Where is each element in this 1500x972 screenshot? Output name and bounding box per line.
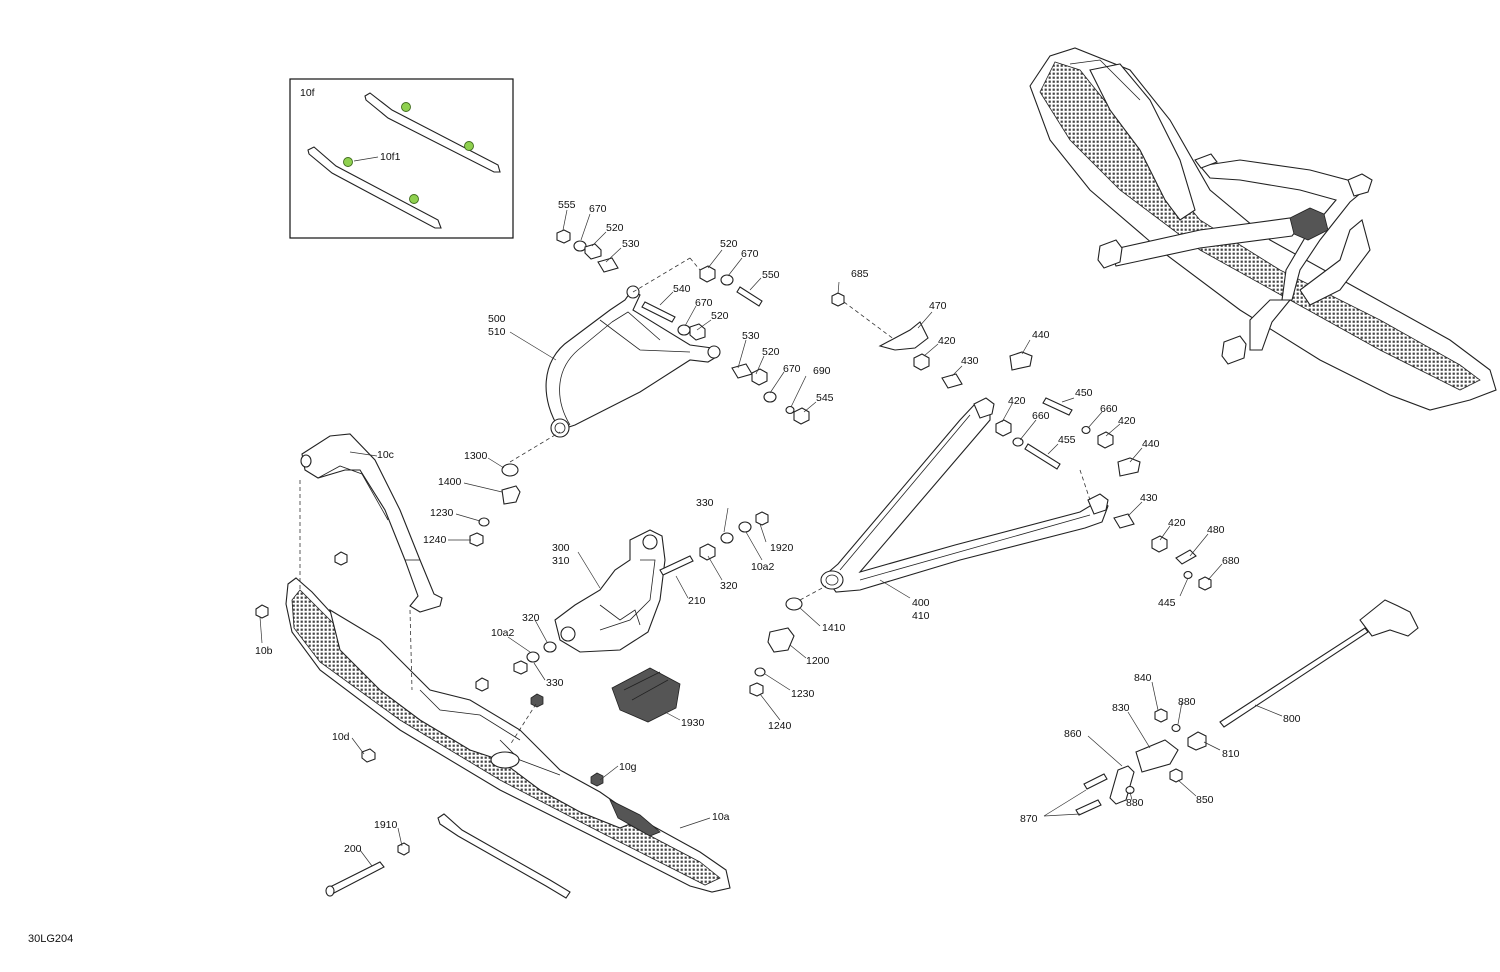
callout-420: 420 [1008,395,1026,407]
callout-440: 440 [1032,329,1050,341]
callout-670: 670 [695,297,713,309]
callout-330: 330 [696,497,714,509]
callout-10a2: 10a2 [491,627,515,639]
callout-880: 880 [1126,797,1144,809]
callout-330: 330 [546,677,564,689]
upper-a-arm [545,285,721,438]
callout-520: 520 [606,222,624,234]
steering-link [1075,708,1183,816]
carbide-stud-3 [343,157,353,167]
callout-530: 530 [742,330,760,342]
callout-880: 880 [1178,696,1196,708]
callout-10a: 10a [712,811,730,823]
callout-685: 685 [851,268,869,280]
callout-10b: 10b [255,645,273,657]
callout-480: 480 [1207,524,1225,536]
callout-430: 430 [961,355,979,367]
tie-rod-800 [1187,599,1419,751]
ski-handle-10c [300,433,443,613]
carbide-stud-4 [409,194,419,204]
callout-800: 800 [1283,713,1301,725]
callout-1920: 1920 [770,542,794,554]
runner-wear-bar [325,813,571,899]
callout-320: 320 [720,580,738,592]
inset-callout: 10f1 [380,151,401,163]
callout-10c: 10c [377,449,394,461]
callout-830: 830 [1112,702,1130,714]
drawing-number: 30LG204 [28,933,73,945]
callout-660: 660 [1032,410,1050,422]
callout-200: 200 [344,843,362,855]
callout-430: 430 [1140,492,1158,504]
callout-690: 690 [813,365,831,377]
callout-440: 440 [1142,438,1160,450]
callout-410: 410 [912,610,930,622]
callout-520: 520 [720,238,738,250]
callout-labels: 555 670 520 530 520 670 550 540 670 520 … [255,199,1301,855]
bumper-pad-1930 [611,667,681,723]
callout-1240: 1240 [768,720,792,732]
callout-1240: 1240 [423,534,447,546]
callout-870: 870 [1020,813,1038,825]
callout-10a2: 10a2 [751,561,775,573]
callout-860: 860 [1064,728,1082,740]
inset-label: 10f [300,87,315,99]
callout-850: 850 [1196,794,1214,806]
callout-1200: 1200 [806,655,830,667]
callout-420: 420 [938,335,956,347]
callout-10g: 10g [619,761,637,773]
callout-320: 320 [522,612,540,624]
callout-540: 540 [673,283,691,295]
assembled-ski-suspension [1029,47,1497,411]
upper-arm-hardware [556,229,810,425]
callout-670: 670 [741,248,759,260]
callout-455: 455 [1058,434,1076,446]
spindle-300 [513,511,769,675]
callout-1230: 1230 [430,507,454,519]
callout-520: 520 [762,346,780,358]
callout-545: 545 [816,392,834,404]
leader-lines [259,209,1283,867]
callout-530: 530 [622,238,640,250]
callout-1300: 1300 [464,450,488,462]
callout-810: 810 [1222,748,1240,760]
inset-runner-upper [364,92,501,173]
callout-420: 420 [1118,415,1136,427]
callout-210: 210 [688,595,706,607]
ski-bolts [255,480,604,787]
callout-1910: 1910 [374,819,398,831]
callout-670: 670 [589,203,607,215]
callout-1400: 1400 [438,476,462,488]
callout-520: 520 [711,310,729,322]
callout-310: 310 [552,555,570,567]
callout-10d: 10d [332,731,350,743]
callout-400: 400 [912,597,930,609]
lower-arm-hardware [831,292,1212,591]
callout-670: 670 [783,363,801,375]
inset-10f: 10f 10f1 [289,78,514,239]
callout-550: 550 [762,269,780,281]
left-ski [285,577,731,893]
lower-ball-joint [749,585,827,697]
lower-a-arm [820,397,1109,593]
callout-1230: 1230 [791,688,815,700]
callout-500: 500 [488,313,506,325]
carbide-stud-2 [464,141,474,151]
callout-510: 510 [488,326,506,338]
callout-420: 420 [1168,517,1186,529]
callout-1930: 1930 [681,717,705,729]
callout-445: 445 [1158,597,1176,609]
inset-runner-lower [307,146,442,229]
carbide-stud-1 [401,102,411,112]
callout-450: 450 [1075,387,1093,399]
callout-470: 470 [929,300,947,312]
callout-660: 660 [1100,403,1118,415]
callout-840: 840 [1134,672,1152,684]
callout-680: 680 [1222,555,1240,567]
callout-1410: 1410 [822,622,846,634]
callout-300: 300 [552,542,570,554]
upper-ball-joint [469,431,561,547]
callout-555: 555 [558,199,576,211]
